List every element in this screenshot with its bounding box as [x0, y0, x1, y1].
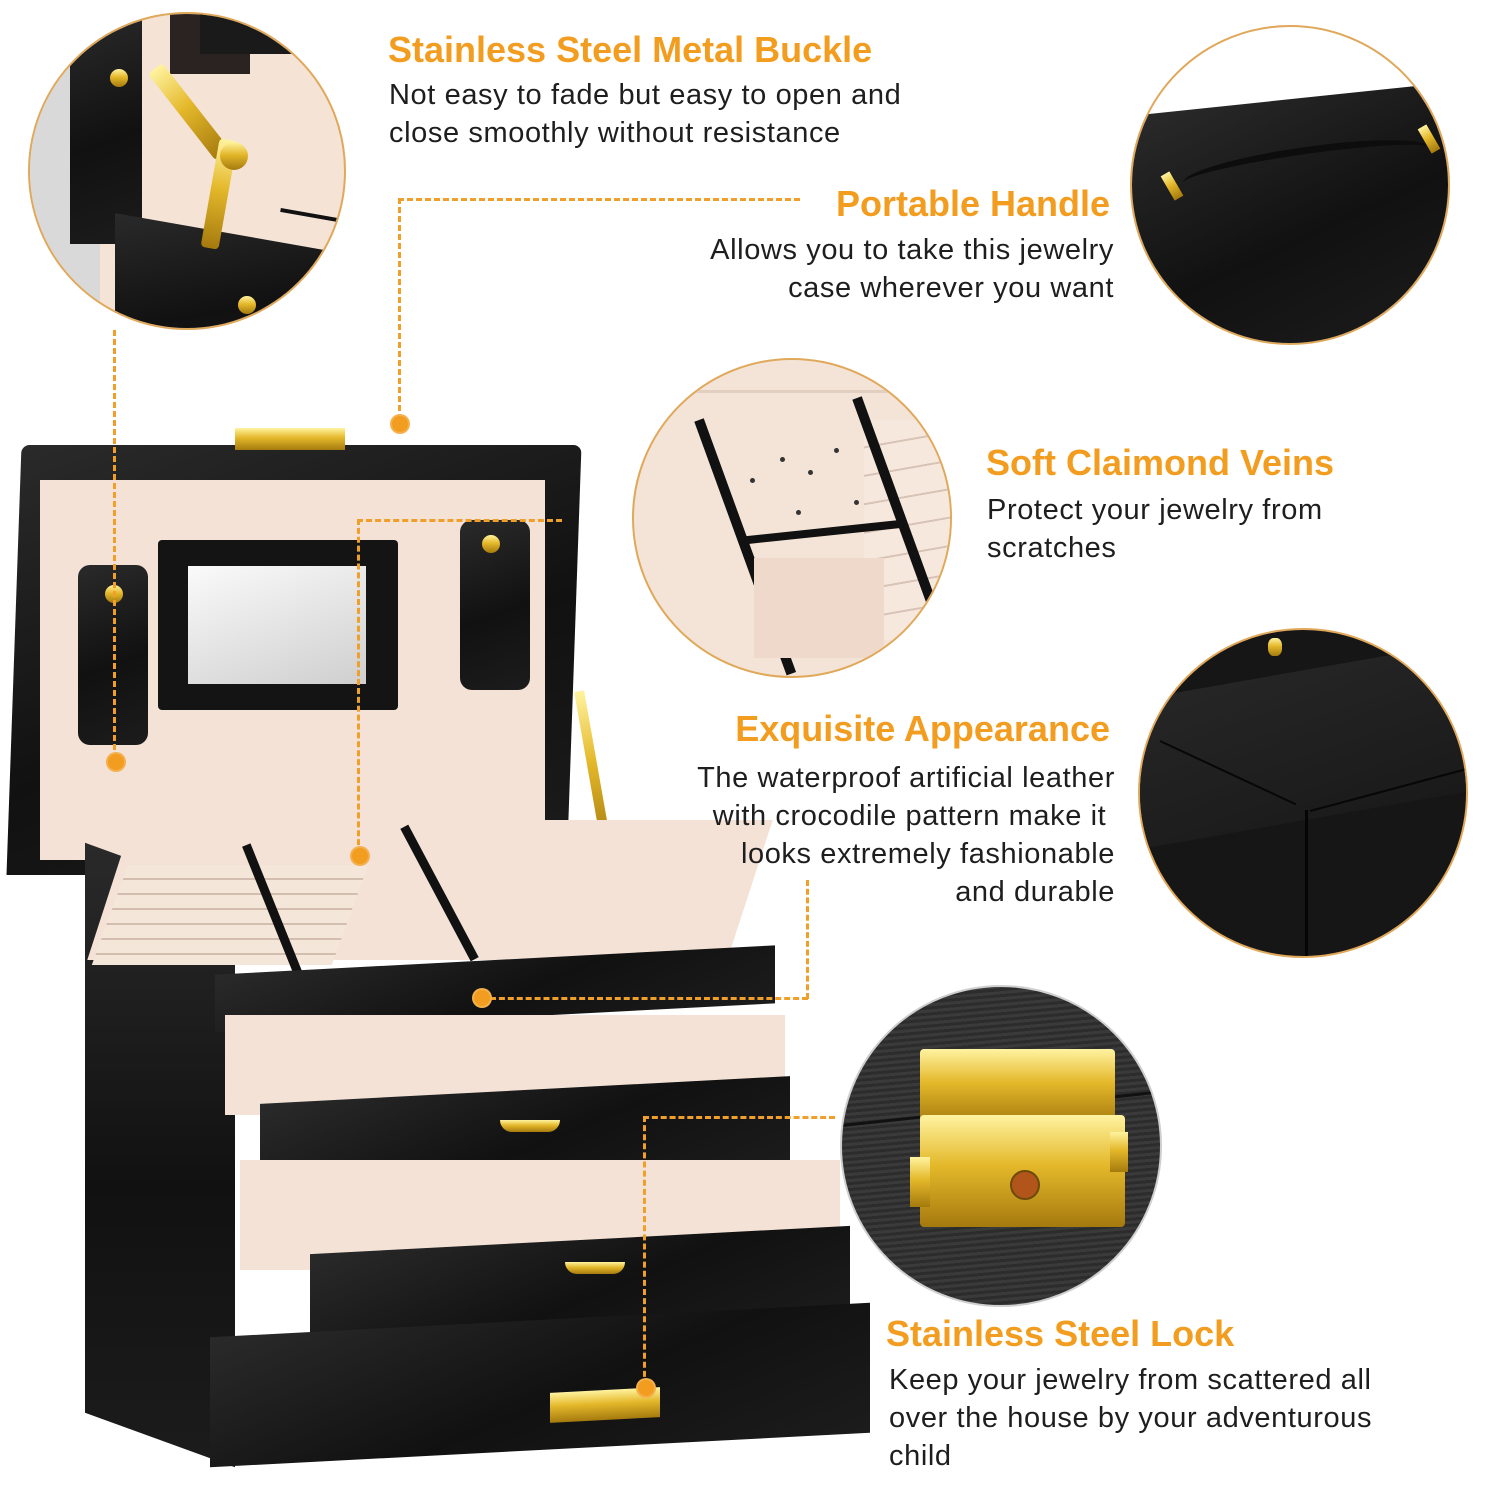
mirror: [158, 540, 398, 710]
ring-rolls: [91, 865, 369, 965]
drawer-2-handle[interactable]: [565, 1262, 625, 1274]
handle-closeup-image: [1130, 25, 1450, 345]
feature-desc-buckle: Not easy to fade but easy to open and cl…: [389, 79, 902, 149]
lid-clasp: [235, 428, 345, 450]
feature-title-appearance: Exquisite Appearance: [735, 708, 1110, 749]
feature-title-buckle: Stainless Steel Metal Buckle: [388, 29, 873, 70]
feature-title-veins: Soft Claimond Veins: [986, 442, 1335, 483]
feature-desc-handle: Allows you to take this jewelry case whe…: [710, 234, 1114, 304]
jewelry-box-image: [6, 400, 870, 1480]
feature-title-handle: Portable Handle: [835, 183, 1110, 224]
feature-title-lock: Stainless Steel Lock: [886, 1313, 1235, 1354]
lock-closeup-image: [840, 985, 1162, 1307]
compartment-closeup-image: [632, 358, 952, 678]
feature-desc-appearance: The waterproof artificial leather with c…: [697, 762, 1115, 908]
drawer-1-handle[interactable]: [500, 1120, 560, 1132]
feature-desc-veins: Protect your jewelry from scratches: [987, 494, 1323, 564]
feature-desc-lock: Keep your jewelry from scattered all ove…: [889, 1364, 1373, 1472]
hinge-closeup-image: [28, 12, 346, 330]
corner-closeup-image: [1138, 628, 1468, 958]
